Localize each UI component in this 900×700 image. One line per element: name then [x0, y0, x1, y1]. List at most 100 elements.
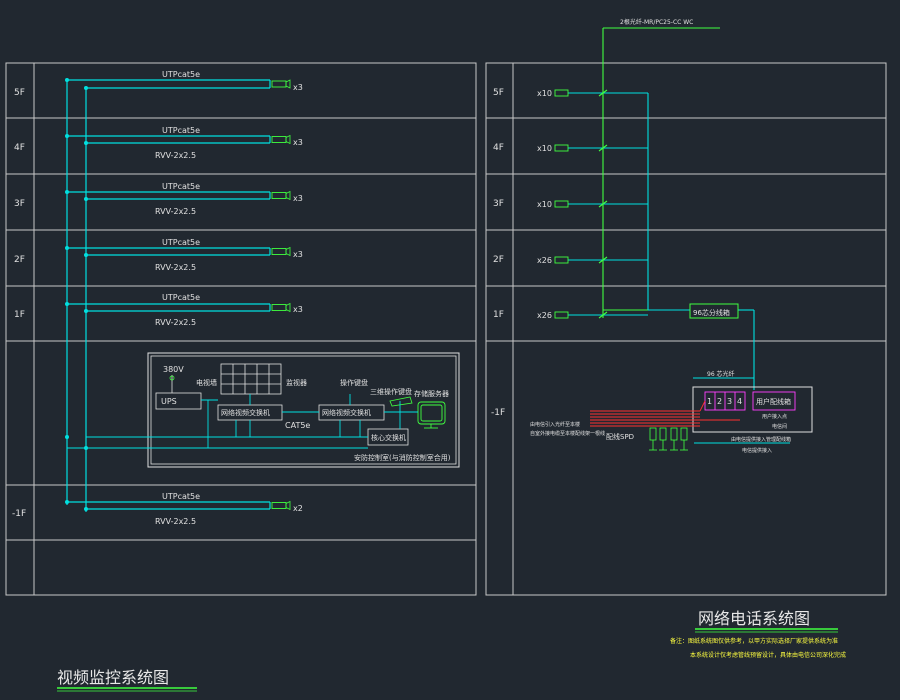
camera-count: x3: [293, 194, 303, 203]
user-box-sub: 用户接入点: [762, 413, 787, 420]
camera-icon: [271, 192, 287, 199]
core-switch-label: 核心交换机: [371, 433, 406, 442]
junction-dot: [65, 246, 69, 250]
junction-dot: [84, 141, 88, 145]
user-box-label: 用户配线箱: [756, 397, 791, 406]
camera-icon: [271, 80, 287, 88]
incoming-note-2: 自室外接电缆至本楼配线架一根线: [530, 430, 605, 437]
phone-outlet-icon: [554, 256, 569, 264]
phone-outlet-icon: [554, 89, 569, 97]
port-number: 4: [737, 397, 742, 406]
camera-lens-icon: [285, 79, 291, 89]
rvv-cable-label: RVV-2x2.5: [155, 318, 196, 327]
utp-cable-label: UTPcat5e: [162, 492, 200, 501]
phone-outlet-icon: [554, 144, 569, 152]
camera-count: x3: [293, 138, 303, 147]
junction-dot: [65, 435, 69, 439]
junction-dot: [65, 78, 69, 82]
video-riser-cables: [66, 80, 87, 512]
junction-dot: [65, 302, 69, 306]
video-riser-grid: [5, 62, 477, 596]
network-switch-b: [318, 404, 385, 421]
camera-icon: [271, 502, 287, 509]
left-floor-label: 5F: [14, 88, 25, 98]
spd-label: 配线SPD: [606, 432, 634, 441]
camera-lens-icon: [285, 246, 291, 257]
junction-dot: [84, 507, 88, 511]
junction-dot: [84, 309, 88, 313]
left-floor-label: 3F: [14, 199, 25, 209]
camera-lens-icon: [285, 302, 291, 313]
left-floor-label: -1F: [12, 509, 26, 519]
camera-count: x3: [293, 250, 303, 259]
user-distribution-cabinet: [692, 386, 813, 433]
port-number: 2: [717, 397, 722, 406]
phone-outlet-count: x10: [537, 89, 552, 98]
spd-cables: [590, 400, 740, 427]
spd-modules: [649, 427, 688, 451]
phone-outlet-count: x26: [537, 311, 552, 320]
distribution-box: [689, 303, 739, 319]
junction-dot: [65, 134, 69, 138]
junction-dot: [84, 253, 88, 257]
rvv-cable-label: RVV-2x2.5: [155, 151, 196, 160]
monitor-label: 监视器: [286, 378, 307, 387]
camera-lens-icon: [285, 500, 291, 511]
junction-dot: [84, 86, 88, 90]
switch-a-label: 网络视频交换机: [221, 408, 270, 417]
tv-wall-label: 电视墙: [196, 378, 217, 387]
switch-b-label: 网络视频交换机: [322, 408, 371, 417]
cat5e-label: CAT5e: [285, 421, 310, 430]
control-room: 380V UPS 电视墙 监视器 操作键盘 三维操作键盘 存储服务器: [67, 352, 460, 468]
fiber-riser: [602, 27, 720, 318]
distribution-box-label: 96芯分线箱: [693, 308, 730, 317]
port-number: 3: [727, 397, 732, 406]
tv-wall: [220, 363, 282, 395]
ups-label: UPS: [161, 397, 177, 406]
phone-note-1: 备注：图纸系统图仅供参考，以甲方实际选择厂家提供系统为准: [670, 637, 838, 645]
keyboard-label: 三维操作键盘: [370, 387, 412, 396]
ptz-label: 操作键盘: [340, 378, 368, 387]
utp-cable-label: UTPcat5e: [162, 126, 200, 135]
fiber-top-label: 2根光纤-MR/PC25-CC WC: [620, 18, 693, 26]
left-floor-label: 2F: [14, 255, 25, 265]
junction-dot: [65, 190, 69, 194]
branch-tick: [598, 256, 608, 264]
right-floor-label: -1F: [491, 408, 505, 418]
right-floor-label: 2F: [493, 255, 504, 265]
right-floor-label: 3F: [493, 199, 504, 209]
camera-count: x3: [293, 83, 303, 92]
camera-lens-icon: [285, 190, 291, 201]
camera-icon: [271, 248, 287, 255]
user-box-sub2: 电信间: [772, 423, 787, 430]
phone-outlet-count: x10: [537, 200, 552, 209]
phone-outlet-icon: [554, 200, 569, 208]
bottom-note-1: 由电信提供接入管理配线箱: [731, 436, 791, 443]
branch-tick: [598, 89, 608, 97]
utp-cable-label: UTPcat5e: [162, 293, 200, 302]
left-floor-label: 1F: [14, 310, 25, 320]
utp-cable-label: UTPcat5e: [162, 238, 200, 247]
branch-tick: [598, 311, 608, 319]
camera-icon: [271, 136, 287, 143]
phone-system-title: 网络电话系统图: [698, 609, 810, 628]
junction-dot: [65, 500, 69, 504]
camera-count: x3: [293, 305, 303, 314]
rvv-cable-label: RVV-2x2.5: [155, 207, 196, 216]
rvv-cable-label: RVV-2x2.5: [155, 517, 196, 526]
room-label: 安防控制室(与消防控制室合用): [354, 453, 451, 462]
video-system-title: 视频监控系统图: [57, 668, 169, 687]
power-label: 380V: [163, 365, 184, 374]
junction-dot: [84, 197, 88, 201]
left-floor-label: 4F: [14, 143, 25, 153]
right-floor-label: 4F: [493, 143, 504, 153]
monitor-icon: [417, 401, 446, 429]
port-number: 1: [707, 397, 712, 406]
branch-tick: [598, 200, 608, 208]
right-floor-label: 5F: [493, 88, 504, 98]
branch-tick: [598, 144, 608, 152]
rvv-cable-label: RVV-2x2.5: [155, 263, 196, 272]
camera-count: x2: [293, 504, 303, 513]
right-floor-label: 1F: [493, 310, 504, 320]
